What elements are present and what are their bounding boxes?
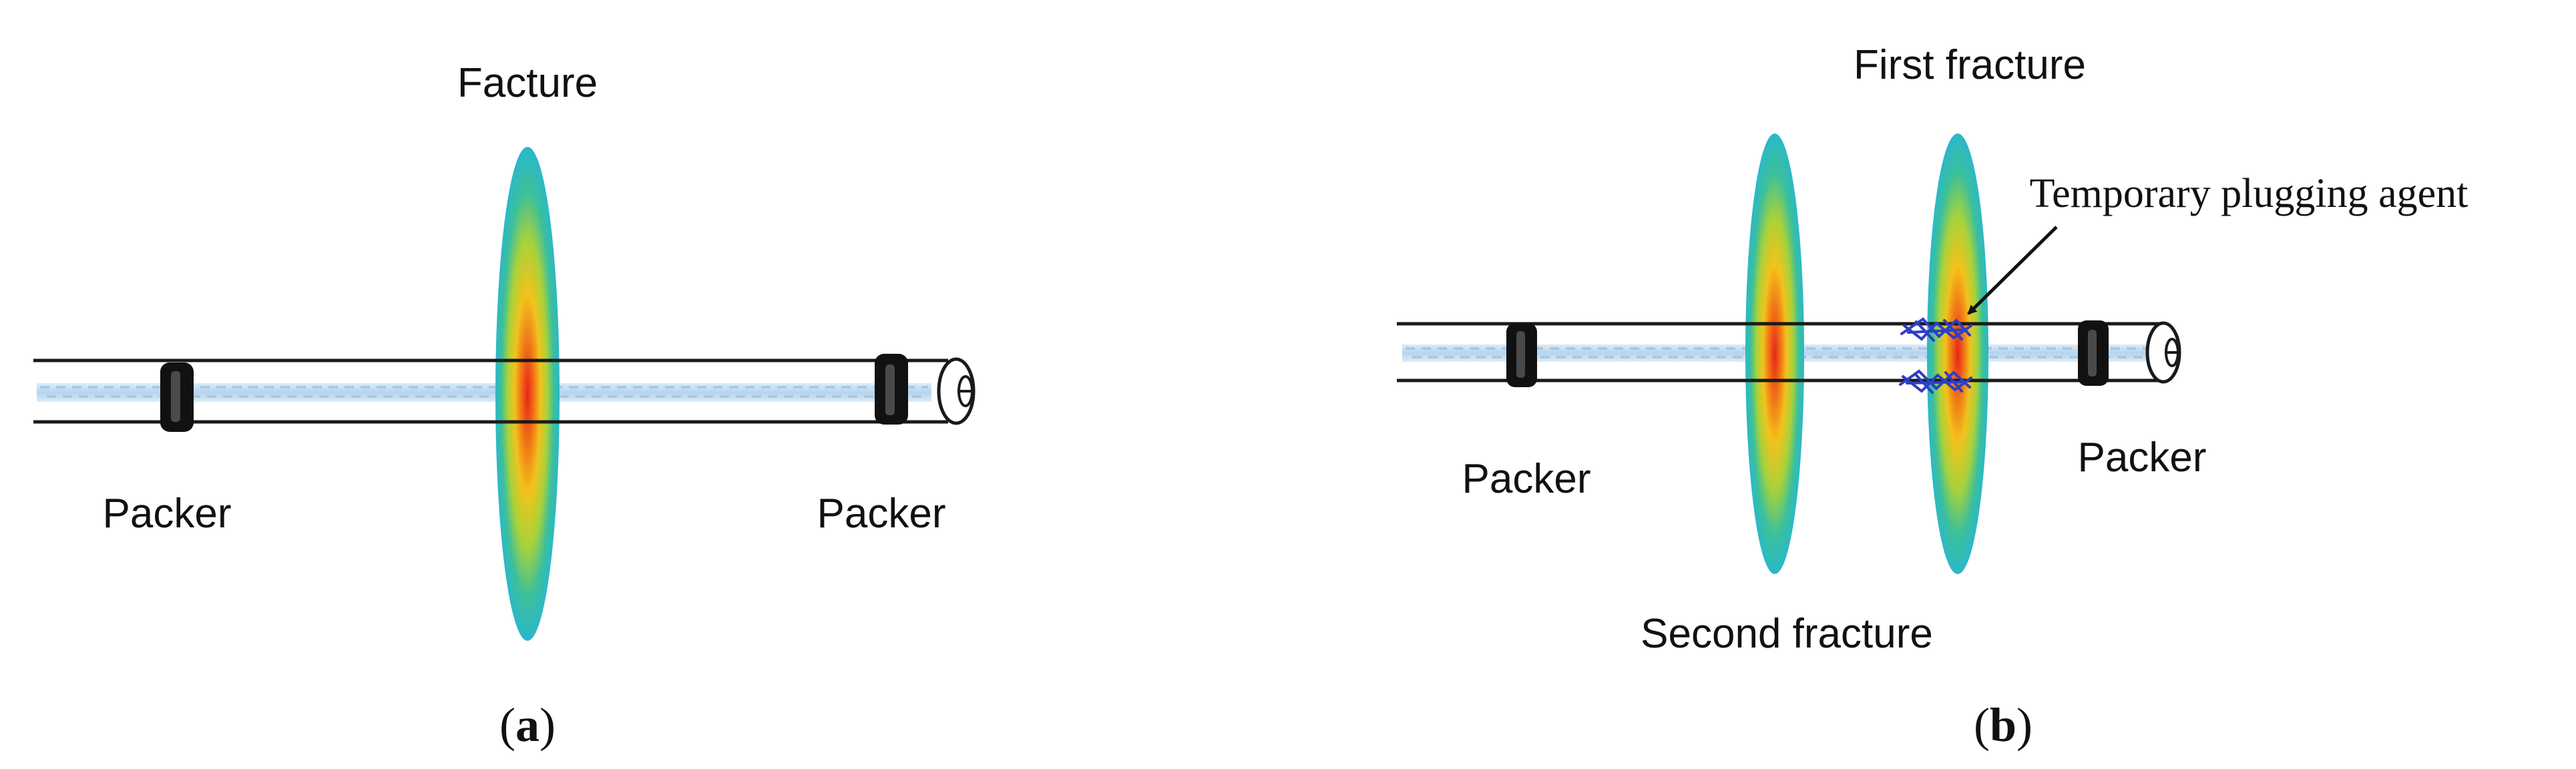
- packer-right-label: Packer: [817, 491, 946, 537]
- plugging-agent-top: [1900, 317, 1972, 342]
- plugging-agent-bottom: [1899, 369, 1972, 394]
- plugging-agent-arrow: [1967, 226, 2058, 315]
- packer-left-label: Packer: [103, 491, 232, 537]
- caption-a-open: (: [499, 698, 515, 752]
- packer-left-label: Packer: [1462, 456, 1591, 502]
- caption-a-close: ): [540, 698, 556, 752]
- caption-b-close: ): [2016, 698, 2032, 752]
- caption-a-letter: a: [515, 698, 540, 752]
- first-fracture-label: First fracture: [1854, 42, 2086, 88]
- panel-a: Facture Packer Packer (a): [33, 60, 976, 752]
- packer-right-label: Packer: [2078, 435, 2207, 481]
- caption-b-open: (: [1974, 698, 1990, 752]
- caption-b: (b): [1974, 698, 2032, 752]
- panel-b: First fracture Temporary plugging agent …: [1397, 42, 2468, 752]
- caption-a: (a): [499, 698, 556, 752]
- second-fracture-ellipse: [1745, 134, 1804, 574]
- caption-b-letter: b: [1990, 698, 2016, 752]
- fracture-label: Facture: [457, 60, 598, 106]
- second-fracture-label: Second fracture: [1641, 611, 1933, 657]
- fracture-ellipse: [495, 147, 560, 641]
- agent-label: Temporary plugging agent: [2030, 171, 2468, 216]
- first-fracture-ellipse: [1927, 134, 1988, 574]
